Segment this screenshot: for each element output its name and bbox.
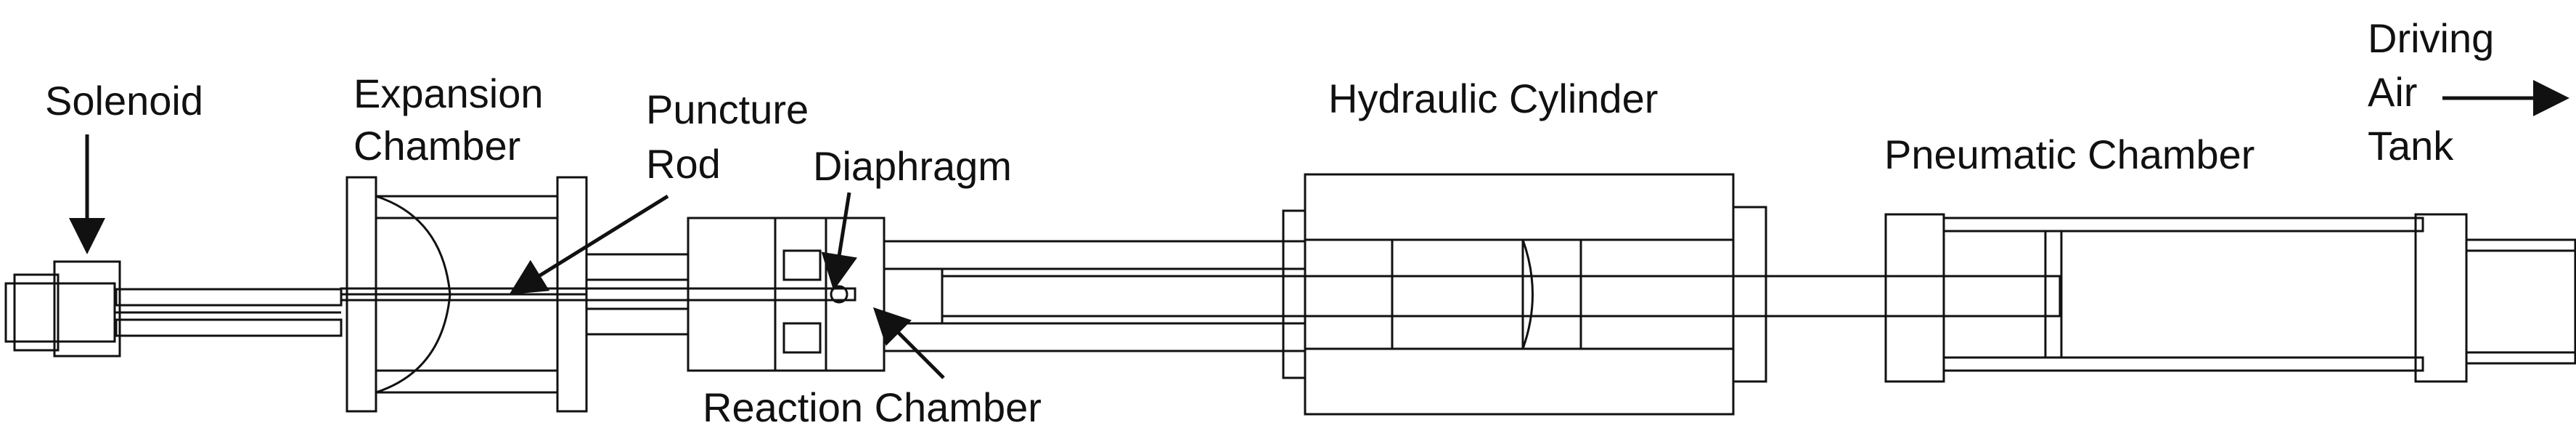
expansion-chamber-body (340, 176, 588, 413)
label-diaphragm: Diaphragm (813, 143, 1012, 189)
pneumatic-chamber (1884, 213, 2576, 383)
label-solenoid: Solenoid (45, 78, 203, 124)
diaphragm-arrow (821, 192, 858, 291)
label-expansion-chamber-2: Chamber (353, 123, 520, 169)
label-reaction-chamber: Reaction Chamber (703, 384, 1042, 430)
puncture-rod-arrow (509, 194, 669, 295)
label-driving-air-tank-1: Driving (2368, 15, 2494, 61)
label-expansion-chamber-1: Expansion (353, 70, 544, 116)
reaction-chamber-arrow (872, 307, 945, 379)
label-hydraulic-cylinder: Hydraulic Cylinder (1328, 76, 1658, 121)
label-driving-air-tank-2: Air (2368, 69, 2417, 115)
solenoid-assembly (4, 260, 343, 358)
label-puncture-rod-2: Rod (646, 141, 721, 187)
label-puncture-rod-1: Puncture (646, 86, 809, 132)
label-pneumatic-chamber: Pneumatic Chamber (1884, 132, 2254, 177)
puncture-rod-housing (585, 217, 886, 372)
label-driving-air-tank-3: Tank (2368, 123, 2454, 169)
hydraulic-cylinder (1282, 173, 1767, 416)
reaction-chamber (883, 240, 2061, 352)
